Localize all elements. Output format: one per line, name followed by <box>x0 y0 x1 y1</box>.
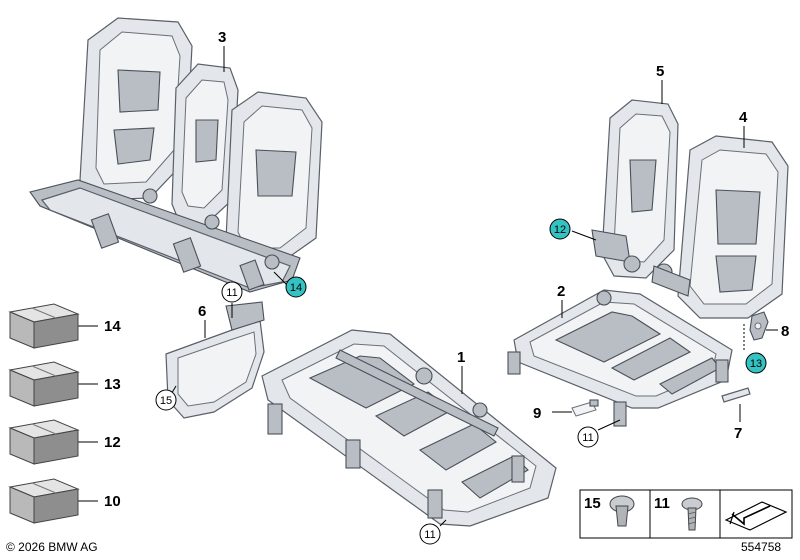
label-part-13: 13 <box>104 376 121 393</box>
label-part-4: 4 <box>739 109 748 126</box>
label-part-3: 3 <box>218 29 226 46</box>
push-clip-icon <box>609 495 635 527</box>
label-part-8: 8 <box>781 323 789 340</box>
callout-12-highlight[interactable]: 12 <box>549 218 571 240</box>
callout-12-text: 12 <box>554 224 566 236</box>
side-trim-cover[interactable] <box>165 301 265 419</box>
label-part-10: 10 <box>104 493 121 510</box>
callout-14-text: 14 <box>290 282 302 294</box>
label-part-1: 1 <box>457 349 465 366</box>
label-part-2: 2 <box>557 283 565 300</box>
callout-13-highlight[interactable]: 13 <box>745 352 767 374</box>
callout-15-text: 15 <box>160 395 172 407</box>
small-plate[interactable] <box>571 399 599 417</box>
callout-11-upper-text: 11 <box>226 287 237 299</box>
kit-box-10[interactable] <box>8 478 80 524</box>
torx-screw-icon <box>681 497 703 531</box>
callout-13-text: 13 <box>750 358 762 370</box>
label-part-6: 6 <box>198 303 206 320</box>
callout-11-right[interactable]: 11 <box>577 426 599 448</box>
label-part-9: 9 <box>533 405 541 422</box>
copyright-text: © 2026 BMW AG <box>6 540 98 554</box>
label-part-14: 14 <box>104 318 121 335</box>
callout-14-highlight[interactable]: 14 <box>285 276 307 298</box>
callout-11-upper[interactable]: 11 <box>221 281 243 303</box>
callout-11-bottom-text: 11 <box>424 529 435 541</box>
label-part-5: 5 <box>656 63 664 80</box>
backrest-frame-narrow[interactable] <box>591 99 679 279</box>
callout-11-bottom[interactable]: 11 <box>419 523 441 545</box>
callout-11-right-text: 11 <box>582 432 593 444</box>
seat-frame-large[interactable] <box>261 329 557 527</box>
cover-strip[interactable] <box>721 387 751 403</box>
leader-lines <box>78 46 778 527</box>
kit-box-12[interactable] <box>8 419 80 465</box>
kit-box-14[interactable] <box>8 303 80 349</box>
legend-clip-label: 15 <box>584 495 601 512</box>
kit-box-13[interactable] <box>8 361 80 407</box>
callout-15[interactable]: 15 <box>155 389 177 411</box>
legend-screw-label: 11 <box>654 495 670 512</box>
backrest-frame-wide[interactable] <box>651 135 789 319</box>
rear-backrest-frame-three-part[interactable] <box>29 17 323 293</box>
label-part-12: 12 <box>104 434 121 451</box>
document-number: 554758 <box>741 540 782 554</box>
bracket[interactable] <box>749 311 769 341</box>
label-part-7: 7 <box>734 425 742 442</box>
seat-frame-small[interactable] <box>507 289 733 427</box>
arrow-symbol-icon <box>724 501 788 531</box>
